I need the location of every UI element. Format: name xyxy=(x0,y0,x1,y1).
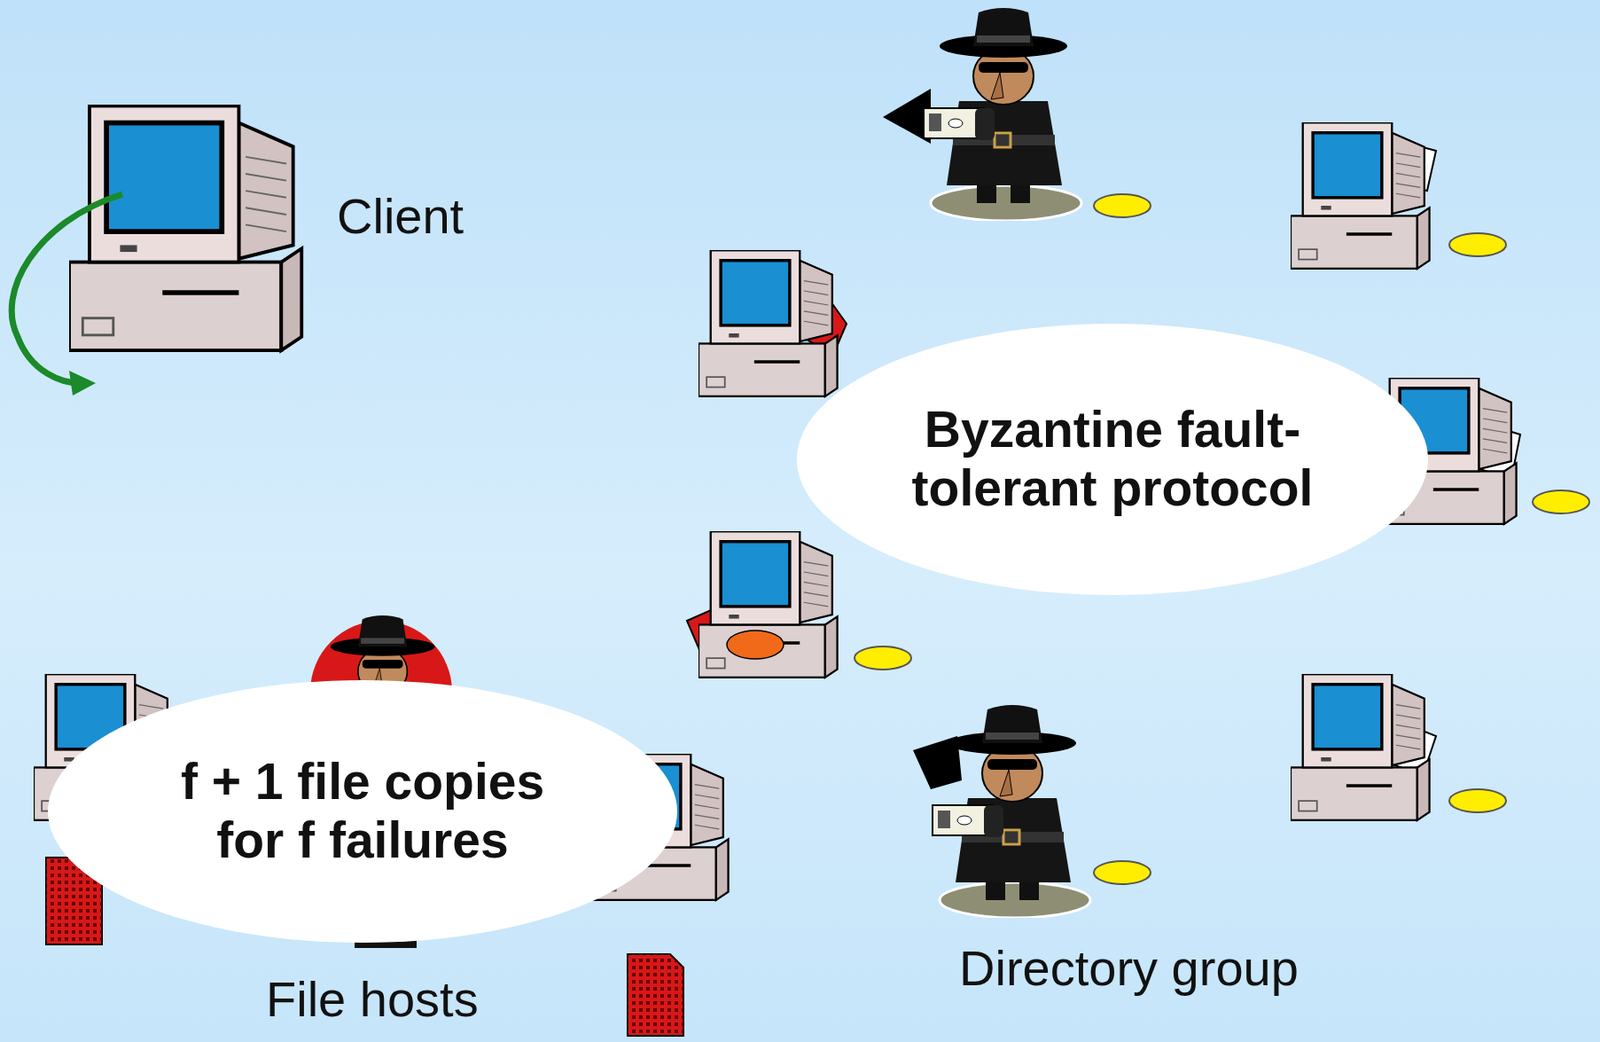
speech-bubble: f + 1 file copies for f failures xyxy=(46,678,680,945)
green-arrowhead xyxy=(69,370,96,396)
group-label: Client xyxy=(336,187,464,245)
file-hosts xyxy=(33,615,729,1036)
directory-group xyxy=(686,7,1590,918)
group-label: File hosts xyxy=(265,970,479,1028)
green-arrow xyxy=(11,194,123,383)
group-label: Directory group xyxy=(959,939,1299,997)
client-computer xyxy=(69,105,302,351)
speech-bubble: Byzantine fault-tolerant protocol xyxy=(795,321,1430,597)
bubble-text: f + 1 file copies for f failures xyxy=(140,752,585,869)
bubble-text: Byzantine fault-tolerant protocol xyxy=(881,400,1343,517)
